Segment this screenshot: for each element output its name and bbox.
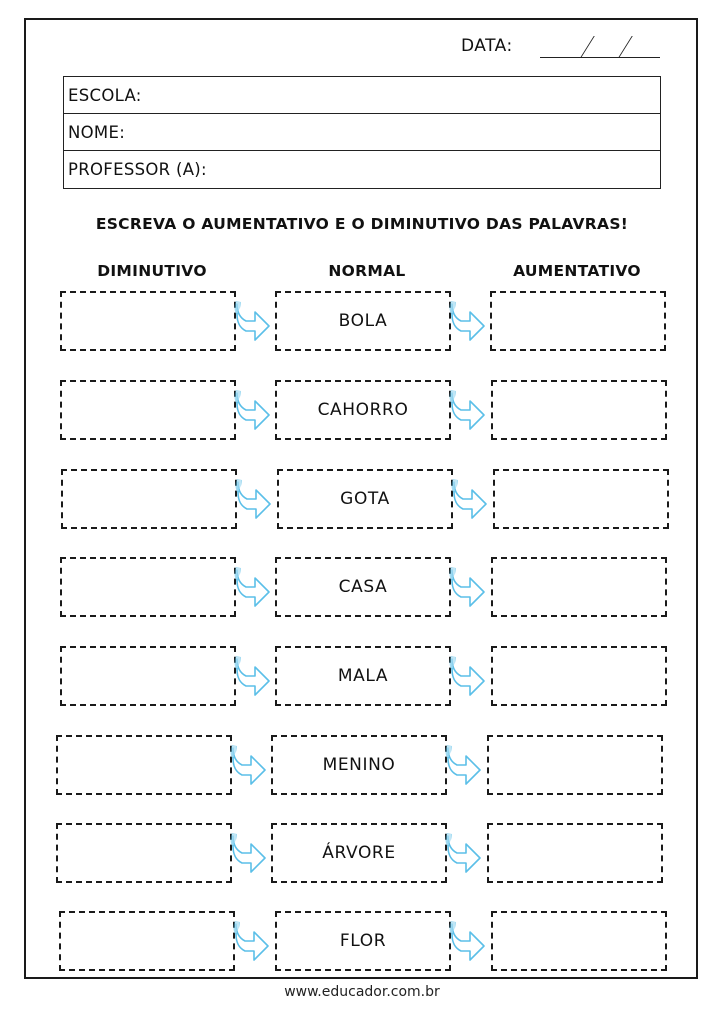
aumentativo-answer-box[interactable] bbox=[493, 469, 669, 529]
arrow-right-icon bbox=[234, 387, 272, 433]
arrow-right-icon bbox=[234, 653, 272, 699]
normal-word-box: ÁRVORE bbox=[271, 823, 447, 883]
diminutivo-answer-box[interactable] bbox=[60, 557, 236, 617]
teacher-field[interactable]: PROFESSOR (A): bbox=[68, 160, 207, 179]
instruction-text: ESCREVA O AUMENTATIVO E O DIMINUTIVO DAS… bbox=[95, 215, 629, 233]
date-line[interactable] bbox=[540, 57, 660, 58]
aumentativo-answer-box[interactable] bbox=[487, 823, 663, 883]
arrow-right-icon bbox=[449, 918, 487, 964]
normal-word-box: MALA bbox=[275, 646, 451, 706]
normal-word-box: GOTA bbox=[277, 469, 453, 529]
arrow-right-icon bbox=[449, 387, 487, 433]
arrow-right-icon bbox=[449, 298, 487, 344]
normal-word: CAHORRO bbox=[317, 400, 409, 420]
info-box: ESCOLA: NOME: PROFESSOR (A): bbox=[63, 76, 661, 189]
footer-url: www.educador.com.br bbox=[284, 984, 440, 1000]
arrow-right-icon bbox=[449, 653, 487, 699]
normal-word: FLOR bbox=[339, 931, 387, 951]
arrow-right-icon bbox=[234, 564, 272, 610]
column-header-aumentativo: AUMENTATIVO bbox=[513, 262, 641, 280]
diminutivo-answer-box[interactable] bbox=[60, 291, 236, 351]
arrow-right-icon bbox=[230, 742, 268, 788]
aumentativo-answer-box[interactable] bbox=[491, 911, 667, 971]
diminutivo-answer-box[interactable] bbox=[61, 469, 237, 529]
arrow-right-icon bbox=[451, 476, 489, 522]
normal-word: CASA bbox=[338, 577, 388, 597]
arrow-right-icon bbox=[234, 298, 272, 344]
arrow-right-icon bbox=[235, 476, 273, 522]
arrow-right-icon bbox=[230, 830, 268, 876]
normal-word-box: MENINO bbox=[271, 735, 447, 795]
date-label: DATA: bbox=[461, 36, 513, 56]
normal-word-box: CAHORRO bbox=[275, 380, 451, 440]
normal-word: MENINO bbox=[322, 755, 396, 775]
diminutivo-answer-box[interactable] bbox=[59, 911, 235, 971]
arrow-right-icon bbox=[233, 918, 271, 964]
arrow-right-icon bbox=[449, 564, 487, 610]
aumentativo-answer-box[interactable] bbox=[491, 646, 667, 706]
aumentativo-answer-box[interactable] bbox=[490, 291, 666, 351]
normal-word: BOLA bbox=[338, 311, 388, 331]
normal-word-box: FLOR bbox=[275, 911, 451, 971]
name-field[interactable]: NOME: bbox=[64, 114, 660, 151]
aumentativo-answer-box[interactable] bbox=[491, 557, 667, 617]
normal-word: GOTA bbox=[340, 489, 390, 509]
normal-word: ÁRVORE bbox=[322, 843, 396, 863]
diminutivo-answer-box[interactable] bbox=[56, 735, 232, 795]
diminutivo-answer-box[interactable] bbox=[60, 380, 236, 440]
arrow-right-icon bbox=[445, 830, 483, 876]
normal-word-box: BOLA bbox=[275, 291, 451, 351]
aumentativo-answer-box[interactable] bbox=[491, 380, 667, 440]
diminutivo-answer-box[interactable] bbox=[56, 823, 232, 883]
normal-word-box: CASA bbox=[275, 557, 451, 617]
aumentativo-answer-box[interactable] bbox=[487, 735, 663, 795]
column-header-diminutivo: DIMINUTIVO bbox=[97, 262, 207, 280]
arrow-right-icon bbox=[445, 742, 483, 788]
normal-word: MALA bbox=[337, 666, 389, 686]
worksheet-border bbox=[24, 18, 698, 979]
column-header-normal: NORMAL bbox=[328, 262, 406, 280]
school-field[interactable]: ESCOLA: bbox=[64, 77, 660, 114]
diminutivo-answer-box[interactable] bbox=[60, 646, 236, 706]
